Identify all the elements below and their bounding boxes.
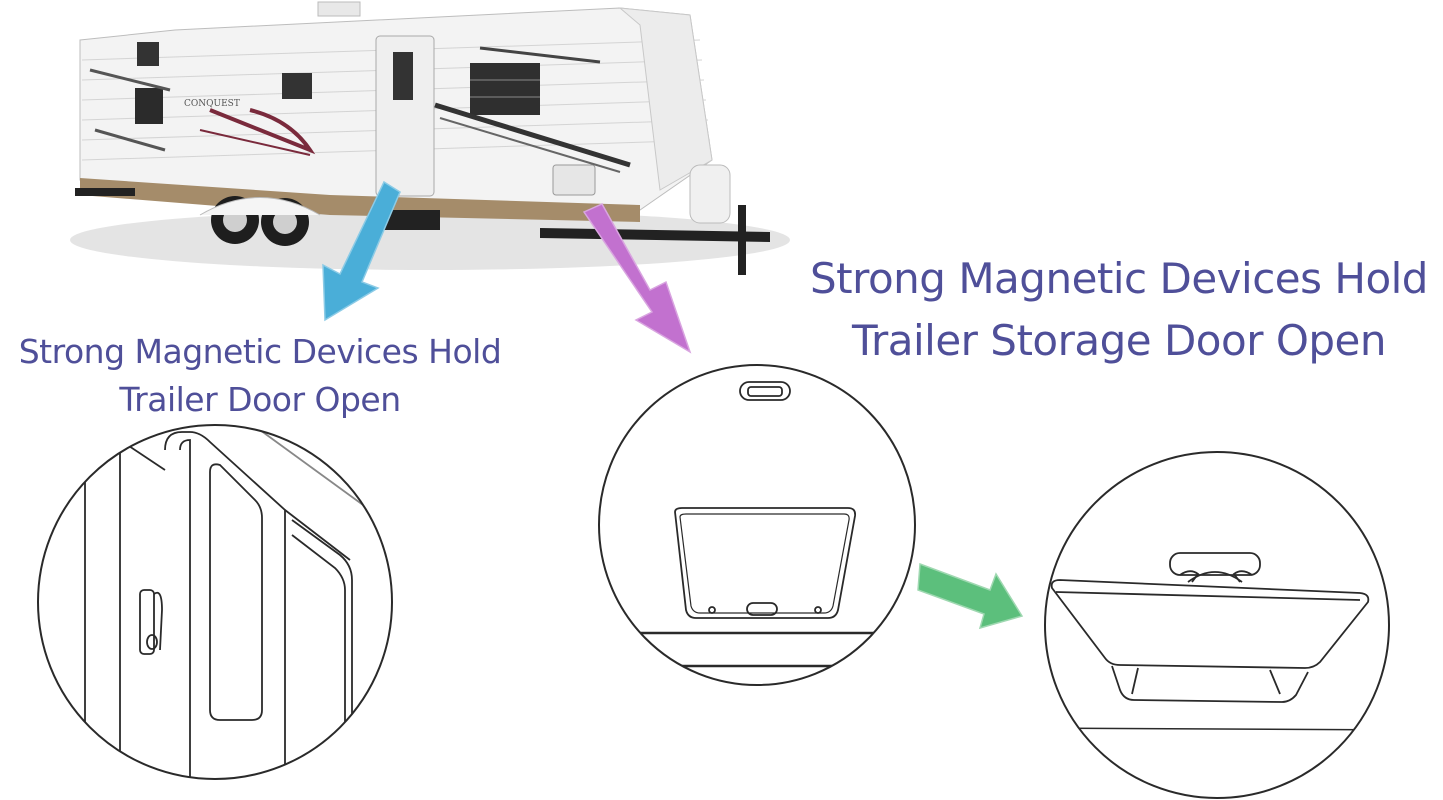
- door-magnet-detail-diagram: [37, 424, 393, 780]
- blue-arrow-icon: [322, 180, 401, 322]
- purple-arrow-icon: [582, 203, 692, 354]
- green-arrow-icon: [917, 562, 1024, 630]
- travel-trailer-image: CONQUEST: [70, 1, 790, 275]
- storage-caption: Strong Magnetic Devices Hold Trailer Sto…: [795, 248, 1443, 372]
- door-caption-line2: Trailer Door Open: [119, 380, 401, 419]
- door-caption: Strong Magnetic Devices Hold Trailer Doo…: [0, 328, 520, 424]
- storage-door-closed-diagram: [598, 364, 916, 686]
- storage-caption-line2: Trailer Storage Door Open: [852, 316, 1387, 365]
- door-caption-line1: Strong Magnetic Devices Hold: [18, 332, 502, 371]
- trailer-brand-text: CONQUEST: [184, 99, 240, 109]
- storage-caption-line1: Strong Magnetic Devices Hold: [810, 254, 1428, 303]
- storage-door-open-diagram: [1044, 451, 1390, 799]
